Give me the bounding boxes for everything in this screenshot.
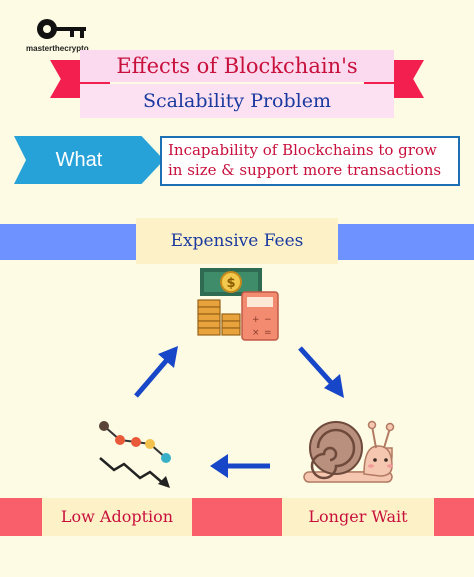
what-label: What [55, 149, 103, 171]
svg-text:=: = [264, 328, 272, 338]
band-red-middle [192, 498, 282, 536]
title-box [80, 50, 394, 82]
page-title: Effects of Blockchain's [116, 54, 358, 78]
svg-text:×: × [252, 328, 260, 338]
svg-text:+: + [252, 315, 260, 325]
key-icon [37, 19, 86, 39]
page-subtitle: Scalability Problem [143, 90, 331, 112]
arrow-down-right-icon [298, 346, 344, 398]
subtitle-box [80, 84, 394, 118]
definition-box [160, 136, 460, 186]
definition-line-2: in size & support more transactions [168, 161, 442, 179]
band-red-left [0, 498, 42, 536]
declining-chart-icon [99, 421, 171, 488]
band-right [338, 224, 474, 260]
what-badge [14, 136, 164, 184]
svg-text:$: $ [226, 276, 235, 291]
svg-text:−: − [264, 315, 272, 325]
low-adoption-label: Low Adoption [60, 507, 174, 526]
brand-name: masterthecrypto [26, 44, 89, 53]
longer-wait-label: Longer Wait [308, 507, 408, 526]
low-adoption-box [42, 498, 192, 536]
arrow-left-icon [210, 454, 270, 478]
definition-text: Incapability of Blockchains to grow in s… [168, 140, 458, 180]
band-left [0, 224, 136, 260]
definition-line-1: Incapability of Blockchains to grow [168, 141, 437, 159]
longer-wait-box [282, 498, 434, 536]
band-red-right [434, 498, 474, 536]
expensive-fees-label: Expensive Fees [170, 231, 304, 251]
arrow-up-right-icon [134, 346, 178, 398]
snail-icon [303, 420, 395, 483]
fees-box [136, 218, 338, 264]
money-calculator-icon: $ + − × = [197, 268, 279, 341]
